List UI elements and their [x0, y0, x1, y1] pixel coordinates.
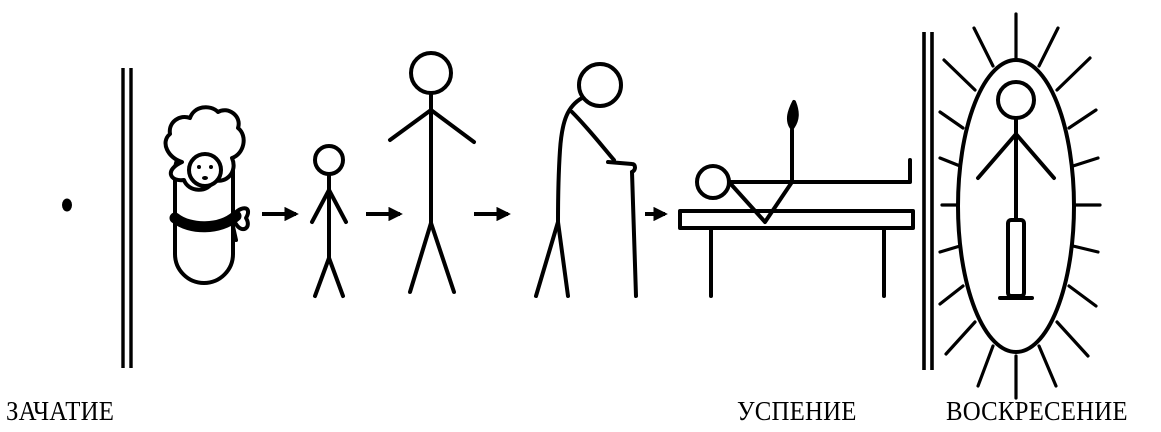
child-figure-icon	[312, 146, 346, 296]
double-bar-icon	[123, 68, 131, 368]
conception-label: ЗАЧАТИЕ	[6, 396, 114, 427]
resurrection-label: ВОСКРЕСЕНИЕ	[946, 396, 1128, 427]
conception-dot-icon	[62, 199, 72, 212]
dormition-label: УСПЕНИЕ	[737, 396, 857, 427]
double-bar-icon	[924, 32, 932, 370]
radiant-figure-icon	[940, 14, 1100, 398]
adult-figure-icon	[390, 53, 474, 292]
elder-with-cane-icon	[536, 64, 636, 296]
deathbed-with-candle-icon	[680, 102, 913, 296]
swaddled-infant-icon	[166, 107, 249, 283]
